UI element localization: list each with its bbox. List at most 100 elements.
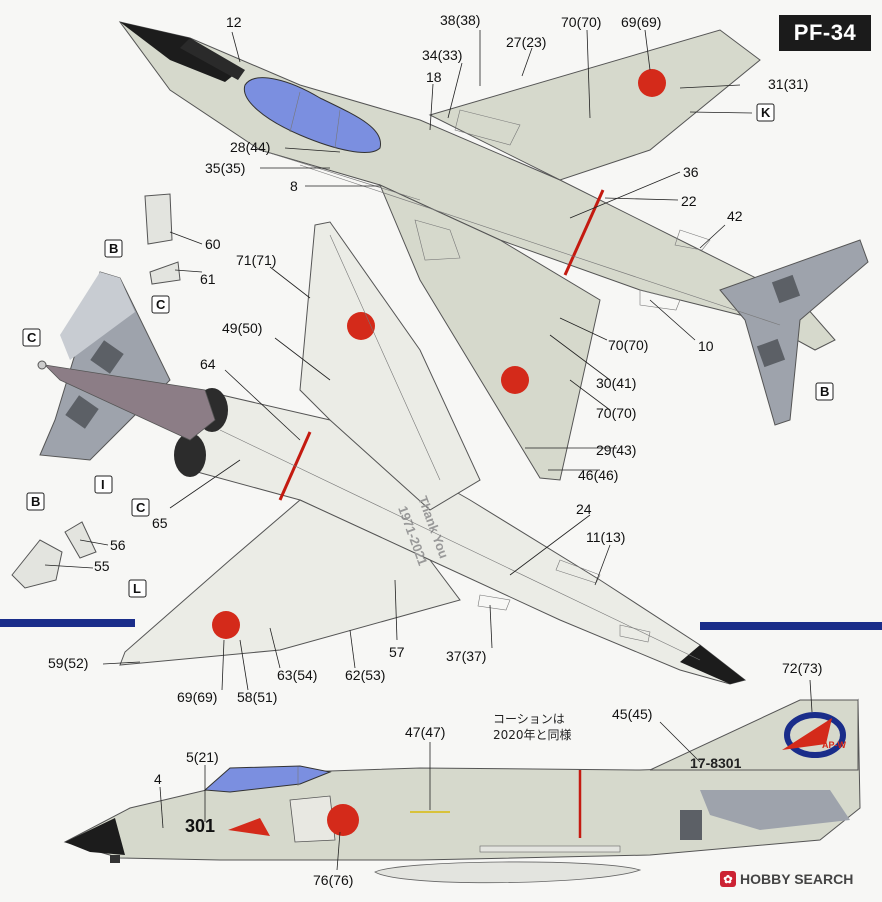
tail-badge-arrow: [782, 718, 832, 750]
bottom-exhaust-lower: [174, 433, 206, 477]
callout: 42: [727, 208, 743, 224]
callout: 55: [94, 558, 110, 574]
tail-badge-ring: [784, 712, 846, 758]
top-tail-camo: [719, 239, 869, 426]
svg-text:C: C: [156, 297, 166, 312]
callout: 4: [154, 771, 162, 787]
callout: 58(51): [237, 689, 277, 705]
svg-text:B: B: [820, 384, 829, 399]
top-hinomaru-lower: [501, 366, 529, 394]
bottom-lower-wing: [119, 499, 461, 666]
svg-text:I: I: [101, 477, 105, 492]
part-55: [11, 539, 63, 589]
caution-note-line1: コーションは: [493, 712, 565, 726]
callout: 8: [290, 178, 298, 194]
callout: 63(54): [277, 667, 317, 683]
callout: 69(69): [621, 14, 661, 30]
callout: 38(38): [440, 12, 480, 28]
leader-lines: [44, 29, 813, 871]
callout: 37(37): [446, 648, 486, 664]
watermark-text: HOBBY SEARCH: [740, 871, 854, 887]
tail-badge-text: AP-W: [822, 740, 846, 750]
tail-fin-light: [60, 272, 135, 360]
callout: 31(31): [768, 76, 808, 92]
part-60: [144, 193, 173, 245]
caution-note-line2: 2020年と同様: [493, 728, 572, 742]
svg-text:K: K: [761, 105, 771, 120]
callout: 60: [205, 236, 221, 252]
callout: 35(35): [205, 160, 245, 176]
svg-text:L: L: [133, 581, 141, 596]
tail-serial: 17-8301: [690, 755, 742, 771]
callout: 57: [389, 644, 405, 660]
callout: 76(76): [313, 872, 353, 888]
callout: 49(50): [222, 320, 262, 336]
callout: 45(45): [612, 706, 652, 722]
sheet-code-badge: PF-34: [779, 15, 871, 51]
side-fuselage: [63, 698, 861, 861]
boxed-labels: B C C K I C B L B: [22, 103, 834, 598]
side-canopy: [203, 765, 332, 793]
callout: 70(70): [561, 14, 601, 30]
callout: 71(71): [236, 252, 276, 268]
top-fuselage-stripe: [563, 189, 605, 276]
callout: 59(52): [48, 655, 88, 671]
tail-cone: [43, 364, 216, 441]
callout: 10: [698, 338, 714, 354]
part-61: [149, 261, 181, 285]
callout: 72(73): [782, 660, 822, 676]
box-label: C: [131, 498, 150, 517]
top-hinomaru-upper: [638, 69, 666, 97]
tail-side-view: [37, 271, 216, 461]
callout: 27(23): [506, 34, 546, 50]
callout: 28(44): [230, 139, 270, 155]
box-label: L: [128, 579, 147, 598]
callout: 29(43): [596, 442, 636, 458]
top-view-aircraft: [118, 21, 869, 481]
side-view-aircraft: AP-W 17-8301 301: [63, 698, 861, 884]
box-label: B: [26, 492, 45, 511]
svg-text:B: B: [31, 494, 40, 509]
callout: 70(70): [608, 337, 648, 353]
callout: 62(53): [345, 667, 385, 683]
top-antiglare: [180, 38, 245, 80]
box-label: C: [151, 295, 170, 314]
callout: 11(13): [586, 529, 625, 545]
box-label: I: [94, 475, 113, 494]
callout: 30(41): [596, 375, 636, 391]
callout: 64: [200, 356, 216, 372]
bottom-nose-radome: [680, 645, 745, 684]
bottom-view-aircraft: Thank You 1971-2021: [119, 221, 747, 685]
side-nose-radome: [65, 818, 125, 855]
nose-number: 301: [185, 816, 215, 836]
svg-text:C: C: [27, 330, 37, 345]
callout: 12: [226, 14, 242, 30]
callout: 22: [681, 193, 697, 209]
watermark: ✿ HOBBY SEARCH: [720, 868, 876, 890]
watermark-logo-icon: ✿: [720, 871, 736, 887]
box-label: C: [22, 328, 41, 347]
callout: 46(46): [578, 467, 618, 483]
top-nose-radome: [120, 22, 240, 82]
side-drop-tank: [374, 861, 642, 884]
svg-text:B: B: [109, 241, 118, 256]
side-hinomaru: [327, 804, 359, 836]
side-intake: [289, 795, 336, 843]
callout: 5(21): [186, 749, 219, 765]
callout: 56: [110, 537, 126, 553]
callout: 69(69): [177, 689, 217, 705]
box-label: K: [756, 103, 775, 122]
callout: 65: [152, 515, 168, 531]
box-label: B: [104, 239, 123, 258]
callout: 61: [200, 271, 216, 287]
callout: 34(33): [422, 47, 462, 63]
callout: 36: [683, 164, 699, 180]
separator-band-left: [0, 619, 135, 627]
callout-labels: 12 38(38) 70(70) 69(69) 34(33) 27(23) 31…: [48, 12, 822, 888]
top-left-wing: [379, 184, 601, 481]
callout: 24: [576, 501, 592, 517]
svg-text:C: C: [136, 500, 146, 515]
callout: 70(70): [596, 405, 636, 421]
